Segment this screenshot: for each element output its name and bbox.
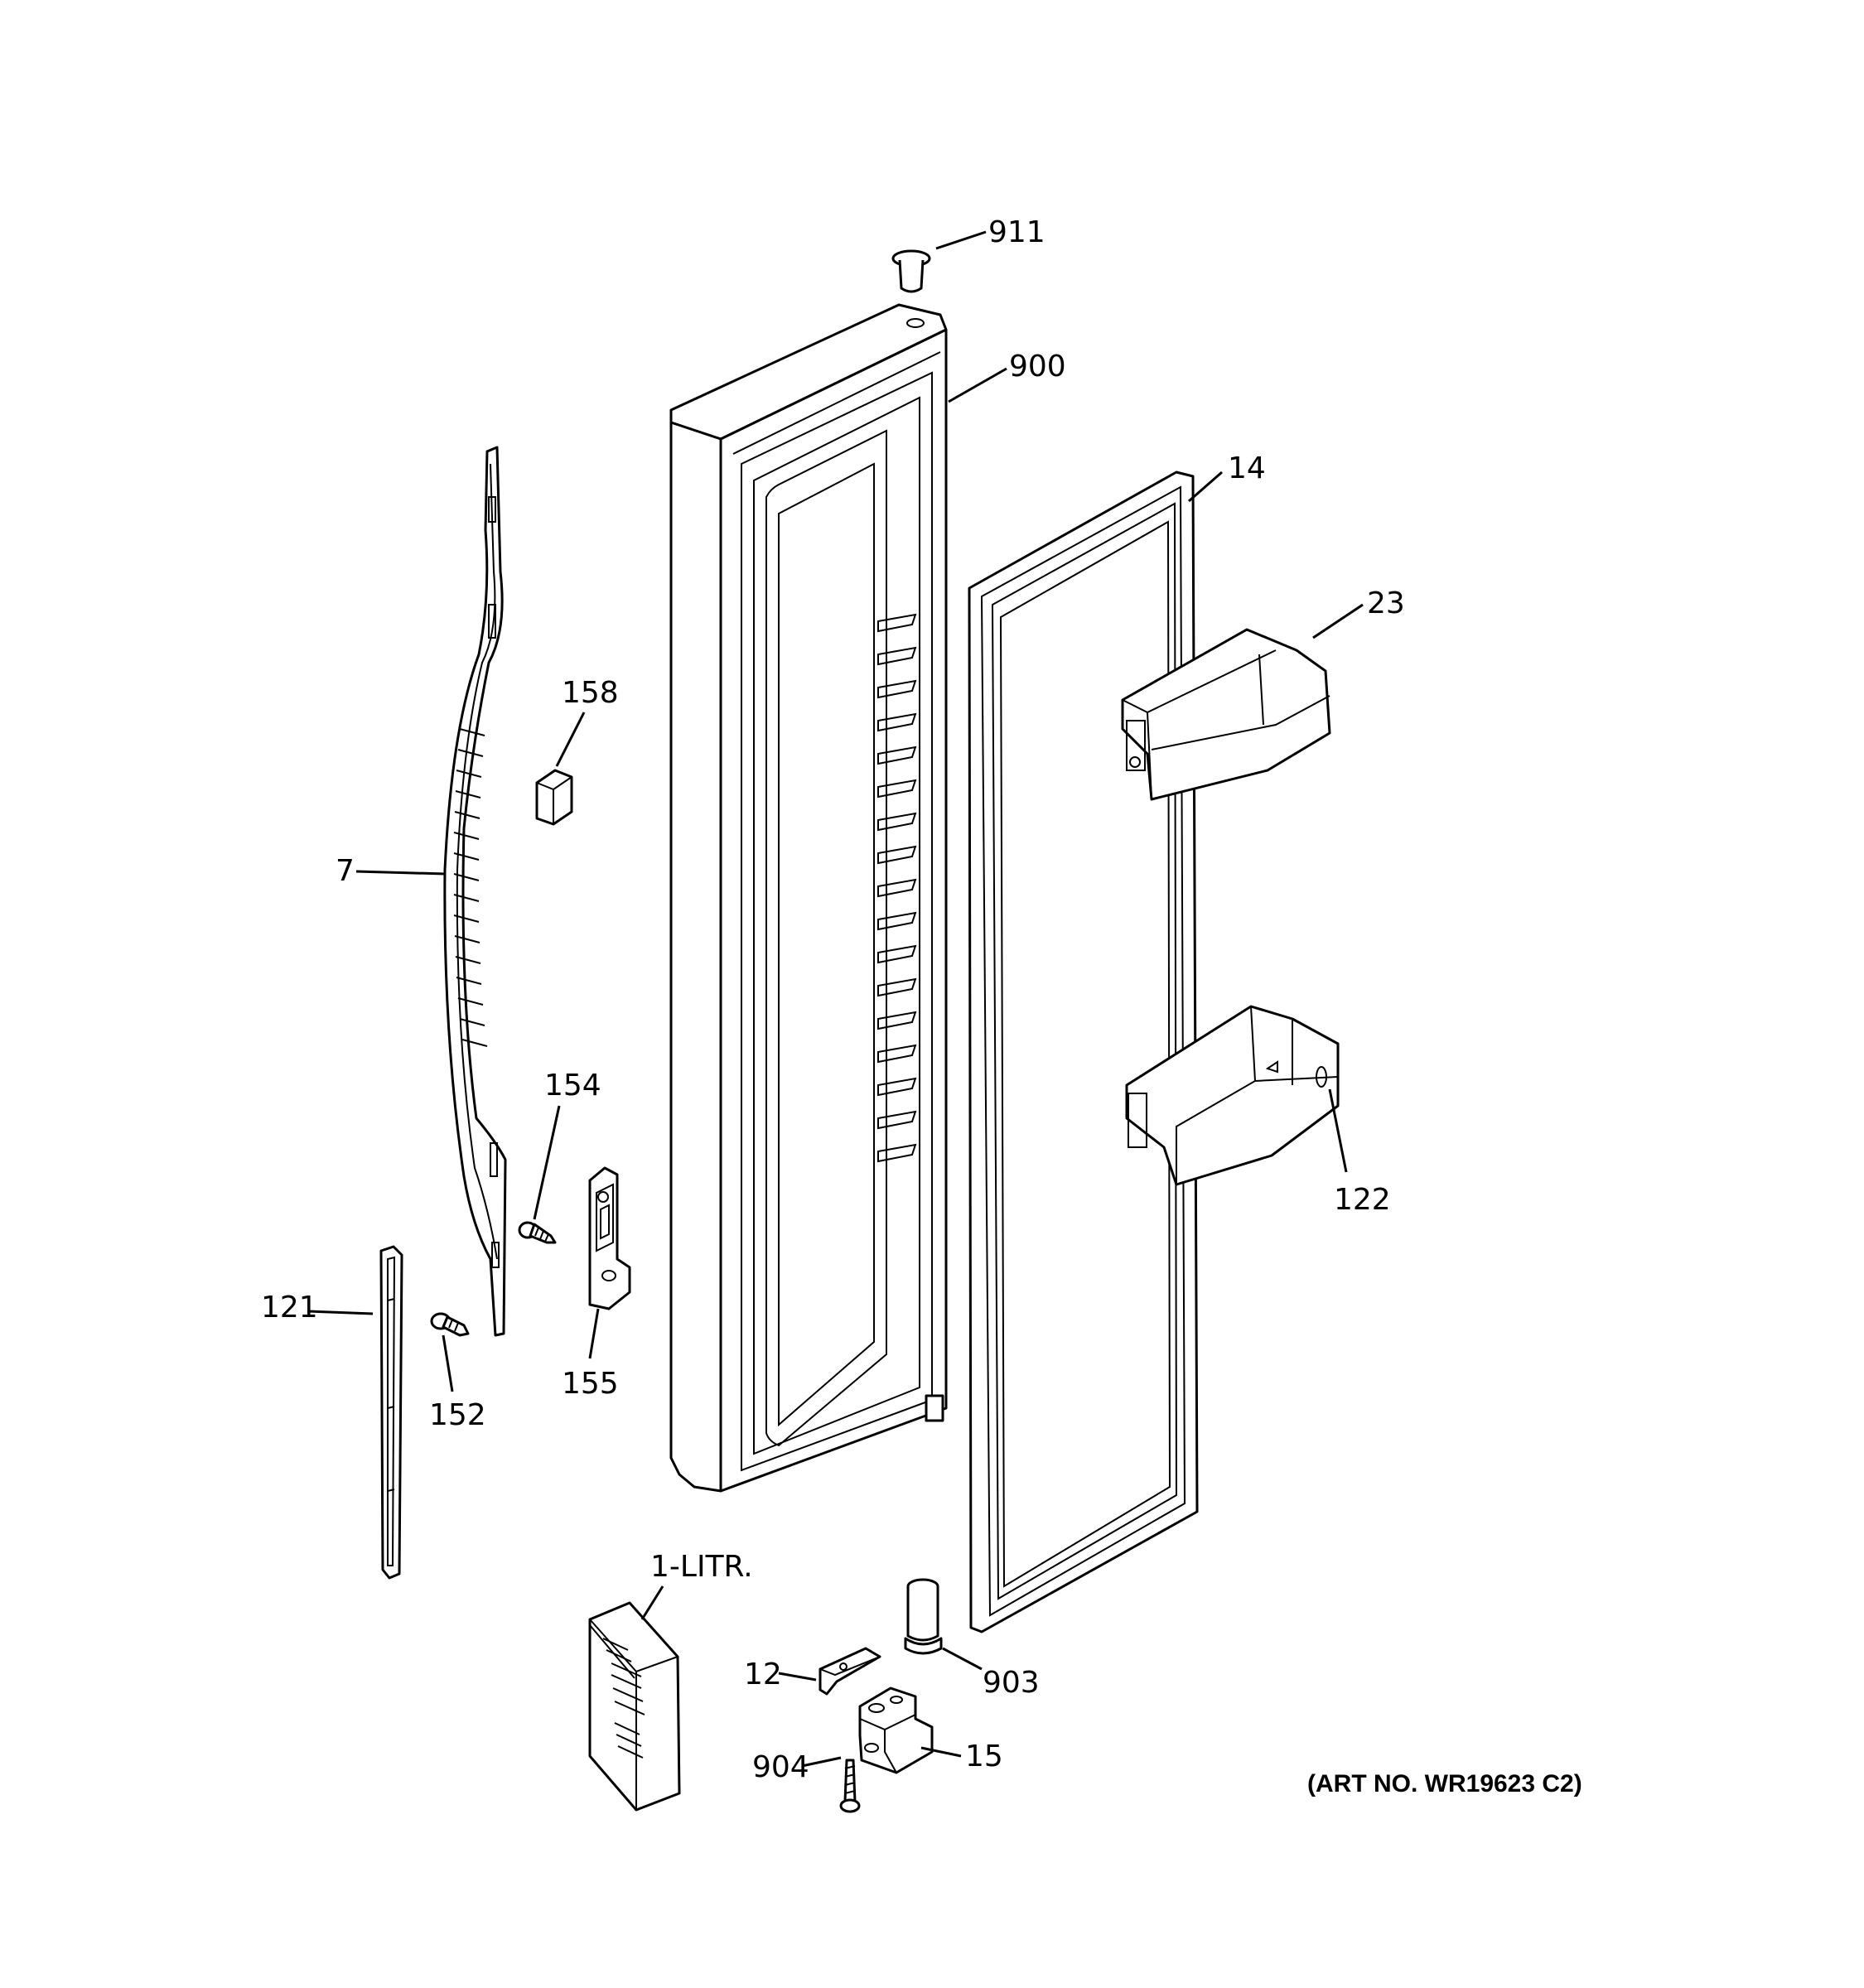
leader-14 — [1188, 470, 1223, 503]
label-7: 7 — [336, 854, 355, 888]
part-904-screw — [839, 1759, 861, 1813]
label-121: 121 — [261, 1291, 318, 1325]
part-1-litr-literature — [588, 1601, 681, 1812]
part-900-door — [669, 303, 948, 1493]
leader-155 — [588, 1308, 600, 1359]
leader-12 — [778, 1672, 817, 1682]
label-903: 903 — [983, 1666, 1040, 1700]
label-14: 14 — [1228, 451, 1266, 485]
part-122-door-bin — [1125, 1005, 1340, 1186]
leader-903 — [942, 1647, 983, 1671]
leader-7 — [355, 870, 447, 876]
leader-900 — [948, 367, 1007, 403]
label-23: 23 — [1367, 586, 1405, 620]
part-158-plug — [535, 769, 573, 826]
leader-904 — [801, 1756, 842, 1768]
literature-text-lines — [602, 1638, 645, 1759]
label-911: 911 — [988, 215, 1045, 249]
leader-23 — [1312, 603, 1364, 639]
part-152-screw — [430, 1312, 470, 1337]
label-155: 155 — [562, 1367, 619, 1401]
part-903-bushing — [904, 1578, 943, 1655]
art-number: (ART NO. WR19623 C2) — [1307, 1770, 1582, 1797]
leader-152 — [442, 1334, 454, 1392]
leader-15 — [920, 1746, 962, 1758]
leader-154 — [533, 1105, 561, 1220]
handle-grip-ribs — [453, 728, 488, 1047]
leader-1-litr — [640, 1585, 664, 1620]
part-15-hinge — [858, 1686, 934, 1774]
part-155-bracket — [588, 1166, 631, 1310]
door-shelf-rails — [877, 613, 917, 1163]
label-904: 904 — [752, 1750, 809, 1784]
leader-122 — [1328, 1088, 1348, 1173]
label-900: 900 — [1009, 350, 1066, 384]
part-23-door-bin — [1121, 628, 1331, 801]
part-7-handle — [443, 446, 507, 1337]
leader-911 — [935, 230, 987, 250]
part-121-trim-strip — [379, 1245, 403, 1580]
part-14-gasket — [968, 470, 1199, 1633]
part-12-shim — [819, 1647, 881, 1696]
label-158: 158 — [562, 676, 619, 710]
label-122: 122 — [1334, 1183, 1391, 1217]
label-152: 152 — [429, 1398, 486, 1432]
leader-158 — [555, 712, 586, 767]
label-154: 154 — [544, 1069, 601, 1103]
leader-121 — [307, 1310, 374, 1315]
label-15: 15 — [965, 1740, 1003, 1773]
label-12: 12 — [744, 1657, 782, 1691]
part-154-screw — [518, 1221, 557, 1244]
part-911-bushing — [891, 249, 931, 293]
label-1-litr: 1-LITR. — [650, 1550, 753, 1584]
